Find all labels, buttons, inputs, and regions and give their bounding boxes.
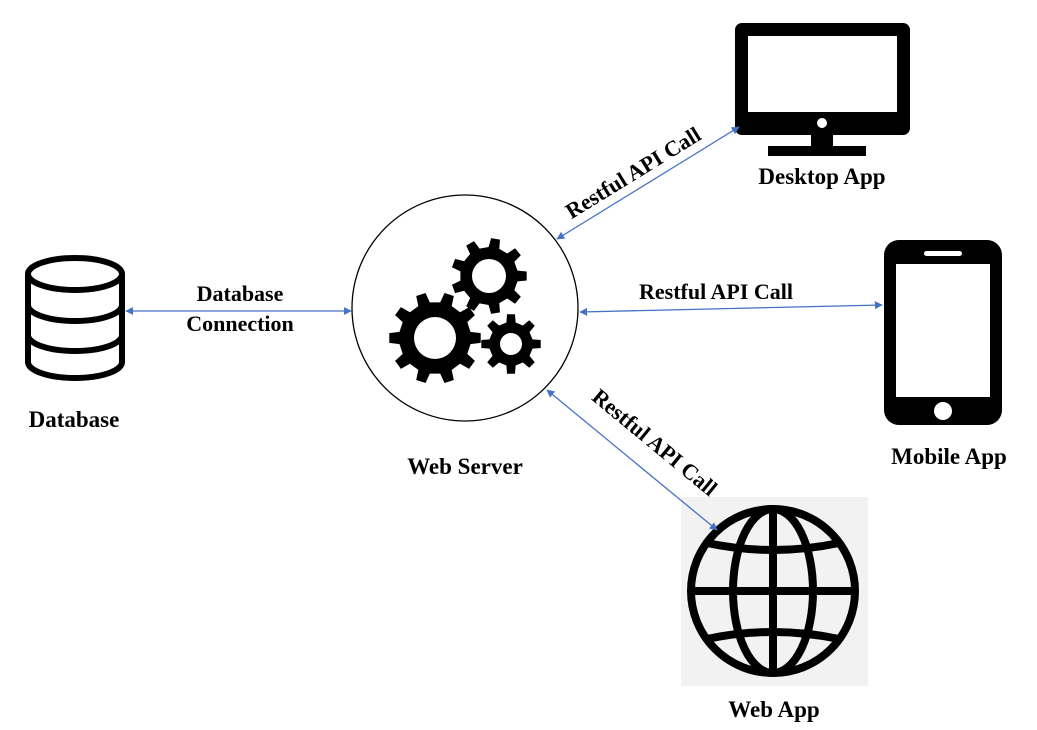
mobile-app-label: Mobile App bbox=[891, 444, 1007, 469]
gears-icon bbox=[389, 238, 541, 383]
web-api-label: Restful API Call bbox=[587, 384, 722, 501]
web-server-circle bbox=[351, 194, 579, 422]
smartphone-icon bbox=[884, 240, 1002, 425]
globe-icon bbox=[687, 505, 859, 677]
database-icon bbox=[25, 255, 125, 381]
mobile-api-arrow bbox=[579, 301, 883, 316]
desktop-api-label: Restful API Call bbox=[561, 122, 705, 224]
database-label: Database bbox=[29, 407, 120, 432]
monitor-icon bbox=[735, 23, 910, 156]
web-api-arrow bbox=[546, 389, 718, 531]
medium-gear-hole bbox=[472, 259, 506, 293]
desktop-api-arrow bbox=[556, 126, 740, 240]
web-app-label: Web App bbox=[728, 697, 819, 722]
database-connection-label-line1: Database bbox=[197, 281, 284, 306]
web-server-label: Web Server bbox=[407, 454, 523, 479]
large-gear-hole bbox=[414, 317, 456, 359]
mobile-api-label: Restful API Call bbox=[639, 279, 793, 304]
database-connection-label-line2: Connection bbox=[186, 311, 294, 336]
desktop-app-label: Desktop App bbox=[758, 164, 885, 189]
small-gear-hole bbox=[500, 333, 522, 355]
